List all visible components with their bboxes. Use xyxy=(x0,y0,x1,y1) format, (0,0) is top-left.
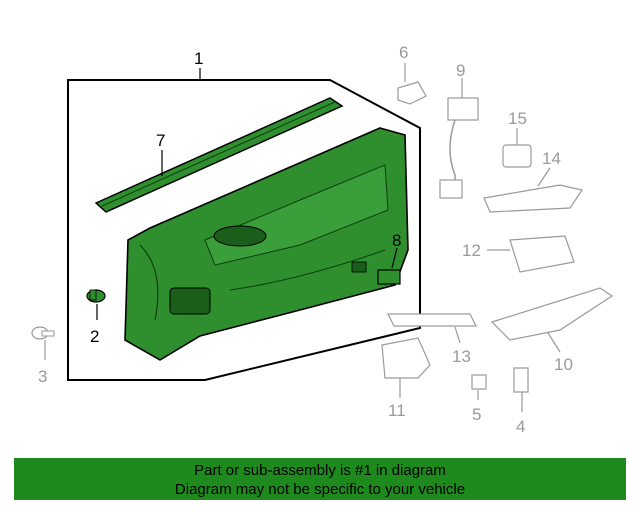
callout-2: 2 xyxy=(90,327,99,346)
pad-part-8[interactable] xyxy=(377,269,401,285)
callout-15: 15 xyxy=(508,109,527,128)
weatherstrip-part-7[interactable] xyxy=(94,97,344,213)
clip-part-5[interactable] xyxy=(471,374,487,390)
callout-7: 7 xyxy=(156,131,165,150)
banner-line-1: Part or sub-assembly is #1 in diagram xyxy=(194,462,446,479)
callout-13: 13 xyxy=(452,347,471,366)
callout-6: 6 xyxy=(399,43,408,62)
handle-part-11[interactable] xyxy=(381,337,431,379)
callout-14: 14 xyxy=(542,149,561,168)
door-panel-part-1[interactable] xyxy=(124,127,409,361)
callout-10: 10 xyxy=(554,355,573,374)
leader-lines xyxy=(44,63,561,412)
switch-part-15[interactable] xyxy=(502,144,532,168)
banner-line-2: Diagram may not be specific to your vehi… xyxy=(174,481,466,498)
callout-4: 4 xyxy=(516,417,525,436)
bracket-part-4[interactable] xyxy=(513,367,529,393)
armrest-part-12[interactable] xyxy=(509,235,575,273)
clip-part-2[interactable] xyxy=(86,289,106,303)
armrest-part-10[interactable] xyxy=(490,287,614,341)
bezel-part-14[interactable] xyxy=(483,184,583,213)
screw-part-3[interactable] xyxy=(31,326,55,340)
callout-11: 11 xyxy=(388,401,406,420)
switch-part-9[interactable] xyxy=(439,97,479,199)
cover-part-6[interactable] xyxy=(397,81,427,105)
callout-5: 5 xyxy=(472,405,481,424)
callout-1: 1 xyxy=(194,49,203,68)
callout-3: 3 xyxy=(38,367,47,386)
assembly-frame xyxy=(67,79,421,381)
callout-12: 12 xyxy=(462,241,481,260)
callout-8: 8 xyxy=(392,231,401,250)
callout-9: 9 xyxy=(456,61,465,80)
disclaimer-banner: Part or sub-assembly is #1 in diagram Di… xyxy=(14,458,626,500)
bracket-part-13[interactable] xyxy=(387,313,477,327)
